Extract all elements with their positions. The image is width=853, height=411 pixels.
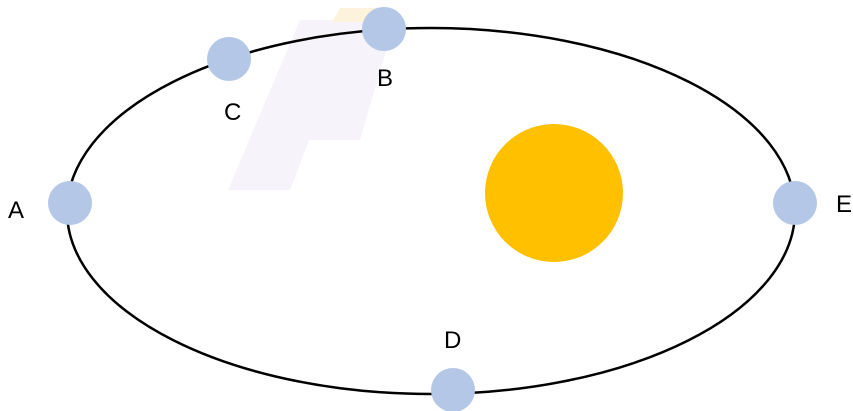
watermark-stroke-2 xyxy=(300,20,395,140)
label-e: E xyxy=(836,191,852,218)
planet-d xyxy=(431,368,475,411)
watermark-stroke-1 xyxy=(228,20,355,190)
planet-c xyxy=(207,37,251,81)
label-d: D xyxy=(444,327,461,354)
planet-e xyxy=(773,181,817,225)
label-b: B xyxy=(377,65,393,92)
watermark xyxy=(228,8,395,190)
orbit-ellipse xyxy=(65,26,797,396)
sun xyxy=(485,124,623,262)
label-c: C xyxy=(224,99,241,126)
planet-b xyxy=(362,7,406,51)
planet-a xyxy=(48,181,92,225)
label-a: A xyxy=(8,197,24,224)
